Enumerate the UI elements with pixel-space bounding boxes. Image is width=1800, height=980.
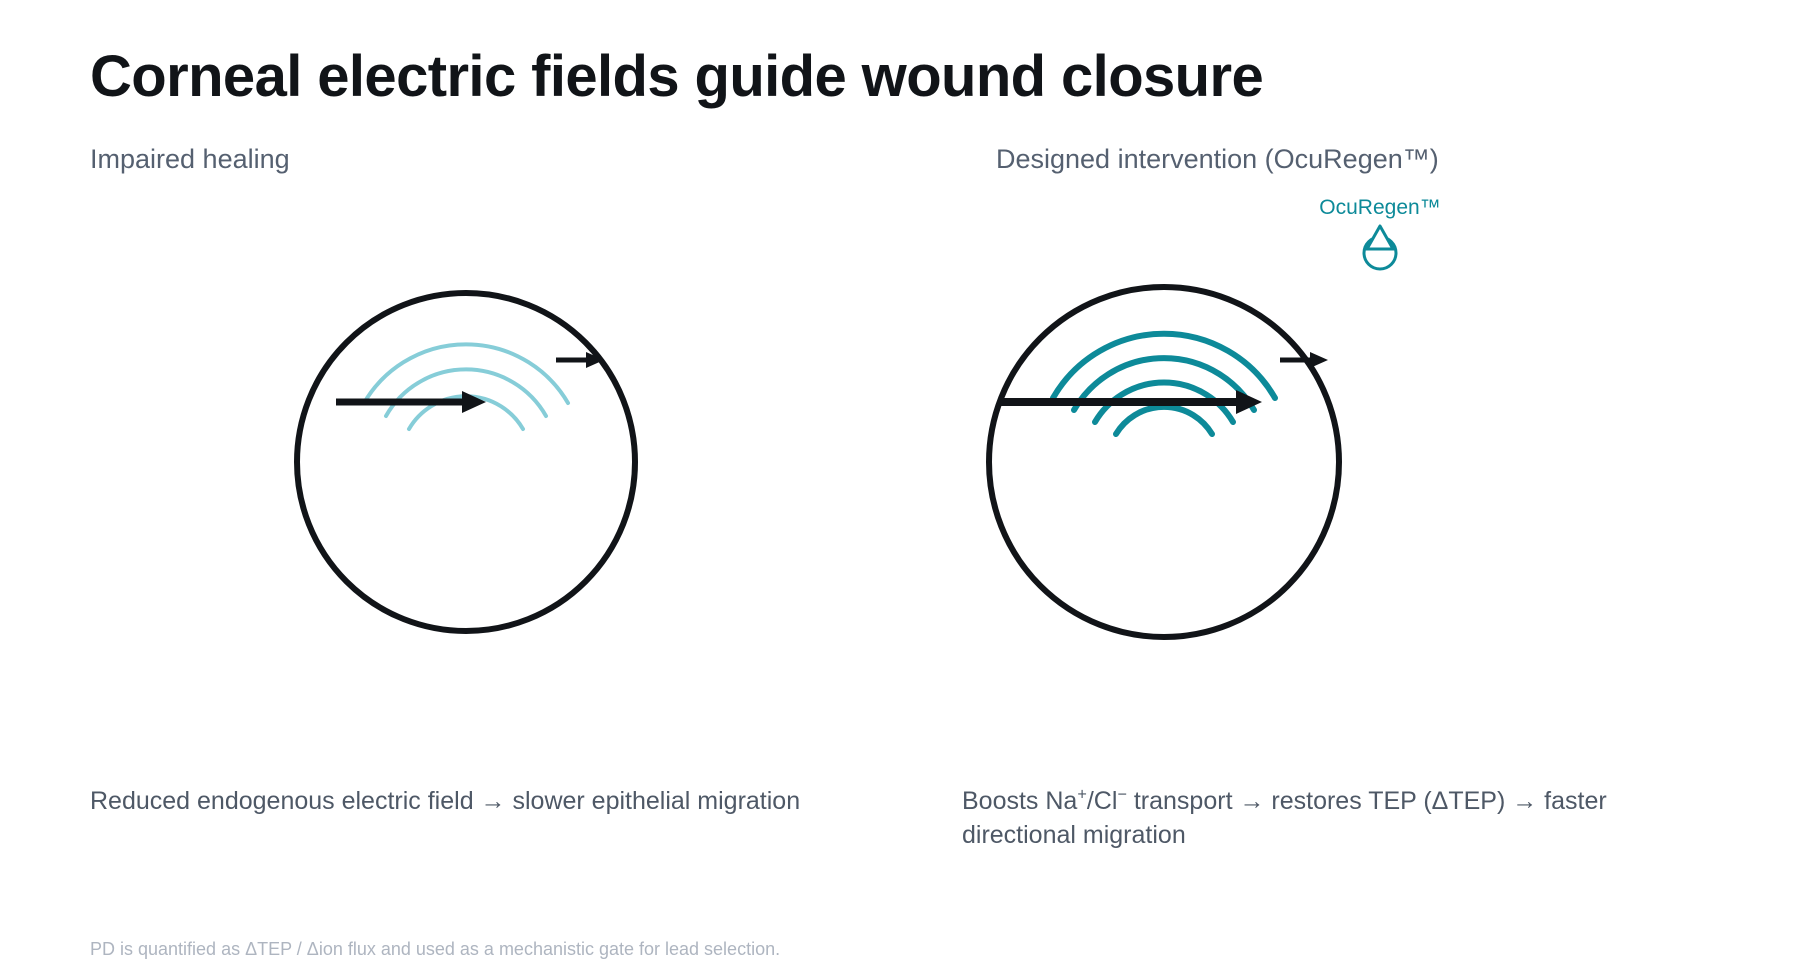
- field-arc-group-treated: [1050, 330, 1278, 437]
- field-arc-2: [384, 367, 548, 418]
- migration-arrow-main: [998, 390, 1262, 414]
- caption-treated-boosts: Boosts Na: [962, 787, 1078, 815]
- migration-arrow-head: [1236, 390, 1262, 414]
- cornea-outline-circle: [986, 284, 1342, 640]
- field-arc-4: [1113, 403, 1215, 437]
- caption-impaired: Reduced endogenous electric field → slow…: [90, 787, 801, 815]
- caption-sup-plus: +: [1077, 785, 1087, 804]
- footnote: PD is quantified as ΔTEP / Δion flux and…: [90, 939, 781, 959]
- field-arc-group-impaired: [362, 342, 570, 431]
- cornea-diagram-treated: [986, 284, 1342, 640]
- field-arc-2: [1071, 355, 1257, 413]
- migration-arrow-small: [1280, 352, 1328, 368]
- cornea-diagram-impaired: [294, 290, 638, 634]
- migration-arrow-main: [336, 391, 486, 413]
- field-arc-1: [362, 342, 570, 405]
- field-arc-1: [1050, 330, 1278, 401]
- caption-treated: Boosts Na+/Cl− transport → restores TEP …: [962, 784, 1662, 852]
- page-title: Corneal electric fields guide wound clos…: [90, 44, 1264, 109]
- migration-arrow-small-head: [1310, 352, 1328, 368]
- panel-treated: [950, 190, 1750, 750]
- caption-sup-minus: −: [1117, 785, 1127, 804]
- caption-treated-rest: transport → restores TEP (ΔTEP) → faster…: [962, 787, 1607, 849]
- column-heading-impaired: Impaired healing: [90, 144, 290, 174]
- column-heading-treated: Designed intervention (OcuRegen™): [996, 144, 1439, 174]
- cornea-outline-circle: [294, 290, 638, 634]
- panel-impaired: [90, 190, 950, 750]
- caption-treated-cl: /Cl: [1086, 787, 1118, 815]
- migration-arrow-small-head: [586, 352, 604, 368]
- migration-arrow-head: [462, 391, 486, 413]
- migration-arrow-small: [556, 352, 604, 368]
